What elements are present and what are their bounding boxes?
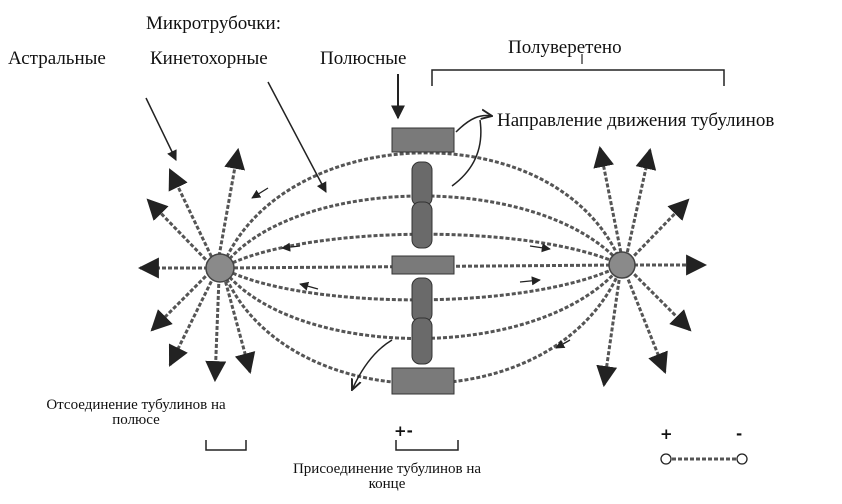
left-pole <box>205 253 235 283</box>
tubulin-direction-arrow-top <box>455 116 492 133</box>
legend-minus-sign: - <box>736 425 743 443</box>
microtubules-heading: Микротрубочки: <box>146 13 281 34</box>
chromosome-lower <box>411 277 433 365</box>
astral-label: Астральные <box>8 48 106 69</box>
astral-rays-right <box>593 145 708 388</box>
polar-overlap-top <box>391 127 455 153</box>
detachment-label: Отсоединение тубулинов на полюсе <box>18 398 254 428</box>
attachment-bracket <box>395 440 459 451</box>
attachment-label-line1: Присоединение тубулинов на <box>292 461 482 477</box>
detachment-bracket <box>205 440 247 451</box>
legend-minus-end <box>736 453 748 465</box>
plus-minus-sign: +- <box>394 422 413 440</box>
attachment-label-line2: конце <box>368 476 406 492</box>
half-spindle-label: Полуверетено <box>508 37 622 58</box>
spindle-fiber-outer-top <box>220 151 624 269</box>
attachment-label: Присоединение тубулинов на конце <box>262 462 512 492</box>
kinetochore-label: Кинетохорные <box>150 48 268 69</box>
tubulin-direction-label: Направление движения тубулинов <box>497 110 775 131</box>
tubulin-direction-arrow-bottom <box>352 339 393 390</box>
polar-label: Полюсные <box>320 48 407 69</box>
kinetochore-pointer-arrow <box>267 81 327 193</box>
flow-arrows <box>251 187 571 349</box>
right-pole <box>608 251 636 279</box>
tubulin-direction-arrow-top-2 <box>451 119 482 187</box>
polar-overlap-middle <box>391 255 455 275</box>
astral-pointer-arrow <box>145 97 177 161</box>
legend-plus-sign: + <box>660 425 673 443</box>
spindle-fiber-mid-top <box>220 194 624 269</box>
detachment-label-line1: Отсоединение тубулинов на <box>46 397 226 413</box>
chromosome-upper <box>411 161 433 249</box>
polar-overlap-bottom <box>391 367 455 395</box>
astral-rays-left <box>137 147 256 383</box>
half-spindle-bracket <box>431 69 725 86</box>
legend-plus-end <box>660 453 672 465</box>
detachment-label-line2: полюсе <box>112 412 160 428</box>
